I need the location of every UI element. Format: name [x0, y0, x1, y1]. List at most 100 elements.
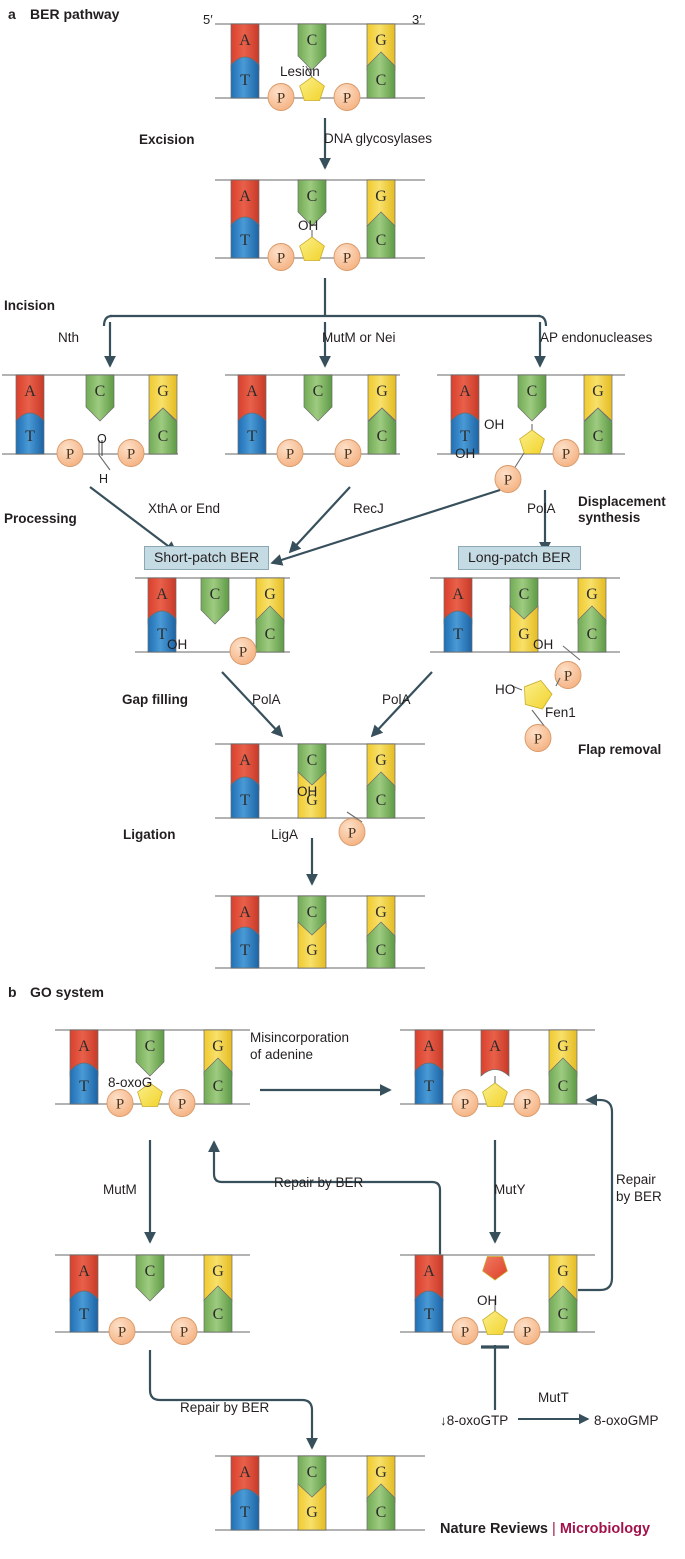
enzyme-liga: LigA — [271, 827, 299, 842]
phosphate-label: P — [534, 732, 542, 748]
base-label-a: A — [423, 1038, 435, 1055]
arrow-xtha — [89, 486, 178, 554]
phosphate-label: P — [239, 645, 247, 661]
step-label-processing: Processing — [4, 511, 77, 526]
base-label-g: G — [212, 1263, 224, 1280]
phosphate-label: P — [118, 1325, 126, 1341]
phosphate-icon — [451, 1317, 479, 1345]
oh-label-d2: OH — [298, 218, 319, 233]
phosphate-label: P — [461, 1097, 469, 1113]
base-c-bottom — [203, 1285, 233, 1333]
enzyme-pola-gap-left: PolA — [252, 692, 281, 707]
base-label-t: T — [240, 1504, 250, 1521]
base-label-a: A — [239, 188, 251, 205]
phosphate-label: P — [523, 1097, 531, 1113]
h-label-nth: H — [99, 472, 109, 486]
label-displacement-synthesis: Displacement synthesis — [578, 494, 666, 527]
base-label-t: T — [460, 428, 470, 445]
base-t-bottom — [230, 776, 260, 819]
phosphate-label: P — [127, 447, 135, 463]
box-long-patch-ber[interactable]: Long-patch BER — [458, 546, 581, 571]
base-label-t: T — [424, 1078, 434, 1095]
displacement-line1: Displacement — [578, 494, 666, 509]
phosphate-icon — [494, 465, 522, 493]
base-label-c: C — [376, 942, 387, 959]
base-t-bottom — [15, 412, 45, 455]
phosphate-label: P — [286, 447, 294, 463]
enzyme-mutt: MutT — [538, 1390, 569, 1405]
base-c-top — [303, 374, 333, 422]
ho-label-flap: HO — [495, 682, 516, 697]
base-label-t: T — [25, 428, 35, 445]
lesion-sugar-icon — [299, 76, 325, 101]
base-label-c: C — [376, 1504, 387, 1521]
credit-separator: | — [552, 1521, 556, 1537]
flap-bond-1 — [562, 645, 581, 661]
phosphate-label: P — [523, 1325, 531, 1341]
base-label-g: G — [557, 1038, 569, 1055]
oxog-sugar-icon-3 — [482, 1310, 508, 1335]
base-label-c: C — [313, 383, 324, 400]
base-c-bottom — [577, 605, 607, 653]
base-label-g: G — [375, 904, 387, 921]
base-t-bottom — [414, 1290, 444, 1333]
base-t-bottom — [230, 56, 260, 99]
panel-a-title: BER pathway — [30, 6, 120, 22]
base-c-top — [85, 374, 115, 422]
base-label-c: C — [376, 792, 387, 809]
aldehyde-bond — [98, 440, 111, 471]
base-label-g: G — [586, 586, 598, 603]
arrow-repair-ber-mid — [208, 1140, 442, 1255]
base-label-g: G — [264, 586, 276, 603]
lesion-label: Lesion — [280, 64, 320, 79]
base-label-a: A — [78, 1038, 90, 1055]
enzyme-nth: Nth — [58, 330, 80, 345]
base-label-c: C — [307, 752, 318, 769]
label-flap-removal: Flap removal — [578, 742, 662, 757]
base-c-bottom — [148, 407, 178, 455]
base-label-c: C — [307, 188, 318, 205]
phosphate-icon — [168, 1089, 196, 1117]
base-label-t: T — [240, 232, 250, 249]
base-label-a: A — [239, 1464, 251, 1481]
five-prime-label: 5′ — [203, 12, 213, 27]
base-t-bottom — [414, 1062, 444, 1105]
arrow-repair-ber-bottom — [148, 1350, 318, 1450]
base-label-c: C — [213, 1306, 224, 1323]
phosphate-icon — [524, 724, 552, 752]
phosphate-icon — [170, 1317, 198, 1345]
base-label-t: T — [240, 942, 250, 959]
base-label-g: G — [375, 188, 387, 205]
base-label-a: A — [459, 383, 471, 400]
base-g-bottom — [509, 605, 539, 653]
bus-corner-right — [537, 314, 548, 327]
panel-b-letter: b — [8, 984, 17, 1000]
base-label-c: C — [558, 1078, 569, 1095]
oxog-sugar-icon — [137, 1082, 163, 1107]
oxog-sugar-icon-2 — [482, 1082, 508, 1107]
base-label-a: A — [156, 586, 168, 603]
enzyme-mutm: MutM — [103, 1182, 137, 1197]
box-short-patch-ber[interactable]: Short-patch BER — [144, 546, 270, 571]
arrow-mutm-to-short — [288, 486, 351, 554]
base-label-c: C — [307, 32, 318, 49]
base-label-g: G — [375, 752, 387, 769]
phosphate-icon — [554, 661, 582, 689]
phosphate-icon — [56, 439, 84, 467]
base-label-c: C — [593, 428, 604, 445]
base-label-g: G — [212, 1038, 224, 1055]
phosphate-label: P — [180, 1325, 188, 1341]
phosphate-icon — [276, 439, 304, 467]
base-c-bottom — [366, 921, 396, 969]
step-label-gap-filling: Gap filling — [122, 692, 188, 707]
arrow-repair-ber-right — [578, 1094, 614, 1292]
label-8-oxog: 8-oxoG — [108, 1075, 153, 1090]
base-c-top — [517, 374, 547, 422]
base-label-a: A — [239, 904, 251, 921]
base-g-top — [583, 374, 613, 422]
base-label-a: A — [239, 752, 251, 769]
enzyme-pola-gap-right: PolA — [382, 692, 411, 707]
label-8-oxogtp: ↓8-oxoGTP — [440, 1413, 509, 1428]
base-label-c: C — [587, 626, 598, 643]
base-label-t: T — [247, 428, 257, 445]
